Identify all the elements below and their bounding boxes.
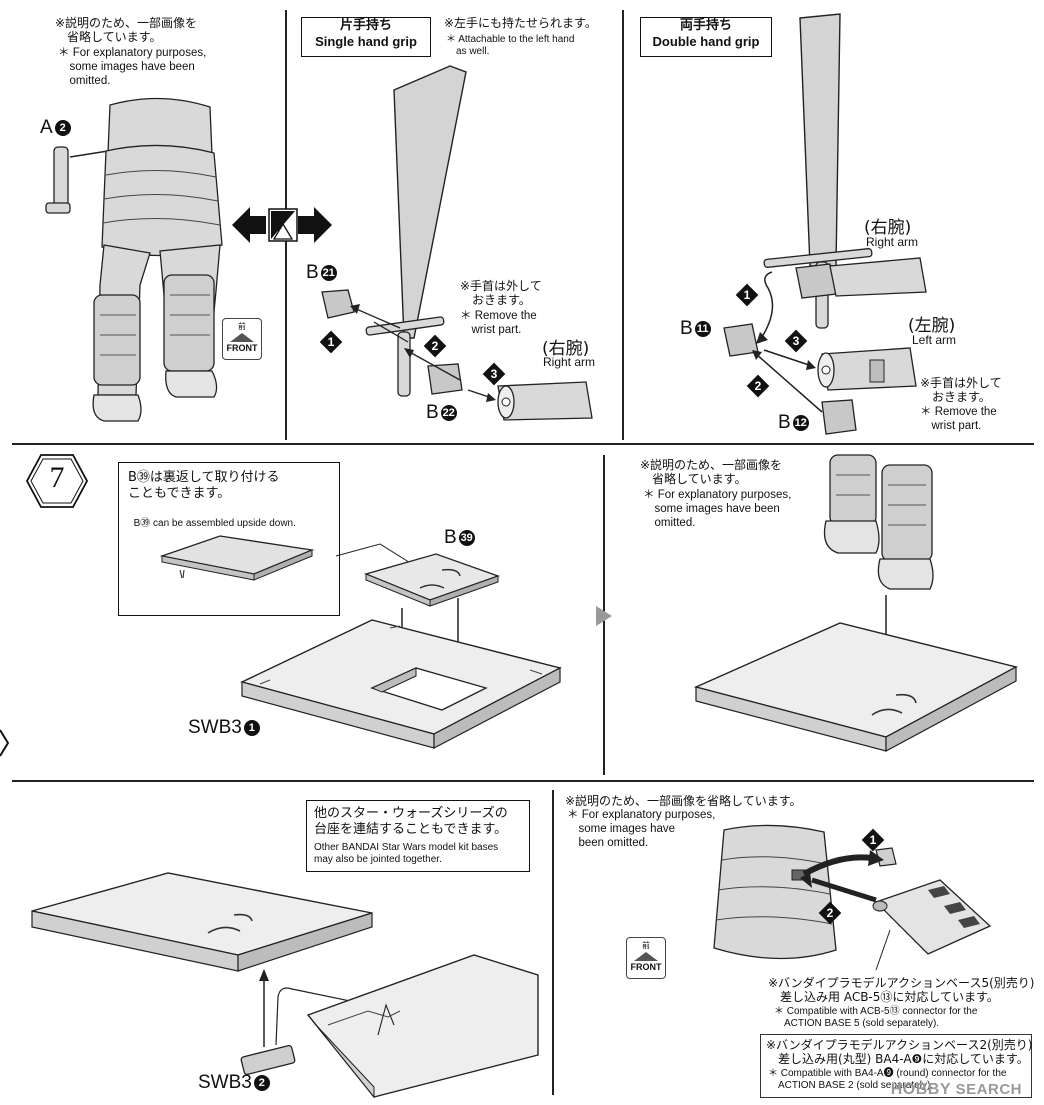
double-right-arm-en: Right arm: [866, 235, 919, 249]
figure-on-base-illustration: [693, 454, 1018, 753]
acb5-note-en: ＊ Compatible with ACB-5⑬ connector for t…: [774, 1006, 978, 1029]
joint-bases-note-en: Other BANDAI Star Wars model kit bases m…: [314, 842, 499, 865]
joined-bases-illustration: [31, 872, 539, 1099]
swap-arrows-icon: [232, 207, 332, 243]
double-left-arm-jp: (左腕): [908, 316, 956, 336]
panel1-note-jp: ※説明のため、一部画像を 省略しています。: [55, 16, 198, 44]
hobby-search-watermark: HOBBY SEARCH: [890, 1081, 1022, 1098]
front-direction-indicator-2: 前 FRONT: [626, 937, 666, 979]
front-arrow-icon: [230, 333, 254, 342]
front-direction-indicator: 前 FRONT: [222, 318, 262, 360]
ba2-note-jp: ※バンダイプラモデルアクションベース2(別売り) 差し込み用(丸型) BA4-A…: [766, 1038, 1033, 1066]
step-7-number: 7: [49, 461, 65, 494]
panel2-left-hand-note-en: ＊ Attachable to the left hand as well.: [446, 34, 575, 57]
sword-single-illustration: [321, 65, 593, 421]
legs-illustration: [45, 97, 223, 422]
callout-line: [335, 543, 413, 565]
acb5-note-jp: ※バンダイプラモデルアクションベース5(別売り) 差し込み用 ACB-5⑬に対応…: [768, 976, 1035, 1004]
page-edge-chevron-icon: [0, 729, 10, 757]
divider-h-2: [12, 780, 1034, 782]
part-a2-shape: [45, 146, 71, 214]
panel7-note-en: ＊ For explanatory purposes, some images …: [567, 809, 716, 849]
base-assembly-illustration: [239, 553, 562, 749]
panel1-note-en: ＊ For explanatory purposes, some images …: [58, 47, 207, 87]
double-left-arm-en: Left arm: [912, 333, 957, 347]
single-remove-wrist-jp: ※手首は外して おきます。: [460, 279, 542, 307]
single-right-arm-jp: (右腕): [542, 339, 590, 359]
divider-top-2: [622, 10, 624, 440]
divider-bottom: [552, 790, 554, 1095]
single-right-arm-en: Right arm: [543, 355, 596, 369]
next-step-arrow-icon: [596, 606, 612, 626]
connector-step-1: 1: [861, 828, 885, 852]
panel2-left-hand-note-jp: ※左手にも持たせられます。: [444, 16, 597, 30]
double-hand-grip-title: 両手持ち Double hand grip: [640, 17, 772, 57]
joint-bases-note-jp: 他のスター・ウォーズシリーズの 台座を連結することもできます。: [314, 806, 508, 837]
single-step-2: 2: [423, 334, 447, 358]
divider-h-1: [12, 443, 1034, 445]
double-step-1: 1: [735, 283, 759, 307]
b39-upside-down-plate: [159, 535, 315, 581]
single-step-3: 3: [482, 362, 506, 386]
step-7-hexagon: [25, 454, 89, 508]
b39-note-en: B㊴ can be assembled upside down.: [133, 518, 296, 529]
ba2-note-en: ＊ Compatible with BA4-A❾ (round) connect…: [768, 1068, 1007, 1091]
single-remove-wrist-en: ＊ Remove the wrist part.: [460, 310, 537, 336]
sword-double-illustration: [723, 13, 927, 435]
double-remove-wrist-jp: ※手首は外して おきます。: [920, 376, 1002, 404]
front-arrow-icon: [634, 952, 658, 961]
double-remove-wrist-en: ＊ Remove the wrist part.: [920, 406, 997, 432]
double-right-arm-jp: (右腕): [864, 218, 912, 238]
single-hand-grip-title: 片手持ち Single hand grip: [301, 17, 431, 57]
panel5-note-en: ＊ For explanatory purposes, some images …: [643, 489, 792, 529]
single-step-1: 1: [319, 330, 343, 354]
action-base-connector-illustration: [713, 824, 992, 971]
joint-bases-note: [306, 800, 530, 872]
connector-step-2: 2: [818, 901, 842, 925]
double-step-3: 3: [784, 329, 808, 353]
ba2-note-box: [760, 1034, 1032, 1098]
b39-note-jp: B㊴は裏返して取り付ける こともできます。: [128, 470, 280, 501]
panel5-note-jp: ※説明のため、一部画像を 省略しています。: [640, 458, 783, 486]
double-step-2: 2: [746, 374, 770, 398]
panel7-note-jp: ※説明のため、一部画像を省略しています。: [565, 794, 802, 808]
